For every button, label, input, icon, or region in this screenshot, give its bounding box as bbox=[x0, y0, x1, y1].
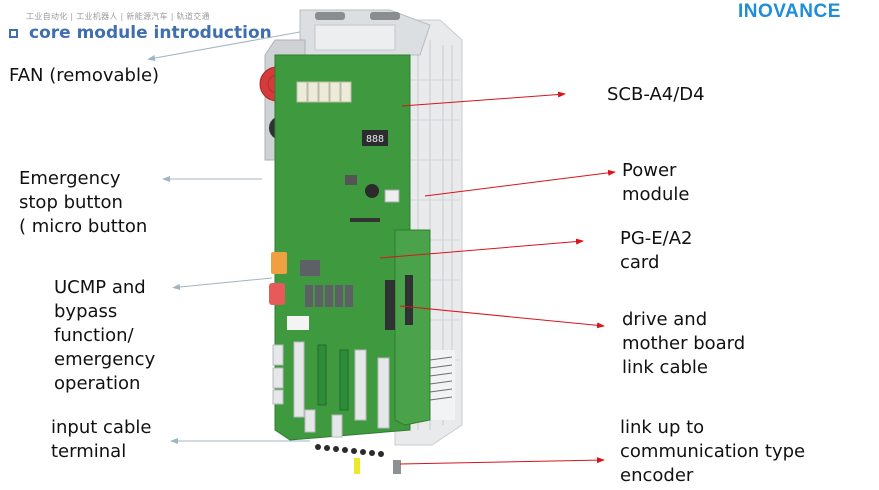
fan-unit bbox=[299, 9, 431, 56]
label-line: drive and bbox=[622, 309, 708, 330]
label-line: bypass bbox=[54, 301, 118, 322]
label-emergency-stop: Emergency stop button ( micro button bbox=[19, 167, 147, 239]
label-line: emergency bbox=[54, 349, 156, 370]
label-line: link cable bbox=[622, 357, 708, 378]
label-line: ( micro button bbox=[19, 216, 148, 237]
label-line: mother board bbox=[622, 333, 746, 354]
label-line: operation bbox=[54, 373, 141, 394]
label-line: UCMP and bbox=[54, 277, 146, 298]
fan-leader bbox=[147, 31, 301, 61]
label-line: card bbox=[620, 252, 660, 273]
header-tagline: 工业自动化 | 工业机器人 | 新能源汽车 | 轨道交通 bbox=[26, 12, 210, 21]
label-line: FAN (removable) bbox=[9, 65, 160, 86]
title-row: core module introduction bbox=[9, 23, 272, 43]
scb-leader bbox=[401, 91, 566, 107]
link-cable-leader bbox=[399, 305, 605, 329]
label-link-cable: drive and mother board link cable bbox=[622, 308, 745, 380]
pg-card-leader bbox=[379, 238, 584, 259]
label-ucmp: UCMP and bypass function/ emergency oper… bbox=[54, 276, 155, 396]
label-line: encoder bbox=[620, 465, 694, 486]
right-leader-lines bbox=[379, 91, 616, 465]
label-line: communication type bbox=[620, 441, 806, 462]
label-line: terminal bbox=[51, 441, 127, 462]
label-line: module bbox=[622, 184, 690, 205]
label-encoder: link up to communication type encoder bbox=[620, 416, 805, 488]
display-readout: 888 bbox=[366, 134, 384, 145]
inovance-logo: INOVANCE bbox=[738, 1, 841, 22]
label-pg-card: PG-E/A2 card bbox=[620, 227, 693, 275]
main-pcb: 888 bbox=[269, 54, 431, 474]
label-line: Power bbox=[622, 160, 677, 181]
label-line: input cable bbox=[51, 417, 152, 438]
label-line: function/ bbox=[54, 325, 134, 346]
left-leader-lines bbox=[147, 31, 310, 444]
power-module-leader bbox=[424, 169, 616, 197]
label-line: PG-E/A2 bbox=[620, 228, 693, 249]
bullet-square-icon bbox=[9, 28, 18, 38]
ucmp-leader bbox=[172, 277, 273, 290]
label-line: stop button bbox=[19, 192, 123, 213]
label-power-module: Power module bbox=[622, 159, 689, 207]
label-fan: FAN (removable) bbox=[9, 64, 159, 88]
label-scb: SCB-A4/D4 bbox=[607, 83, 705, 107]
encoder-leader bbox=[399, 457, 605, 465]
page-title: core module introduction bbox=[29, 23, 272, 43]
label-input-cable: input cable terminal bbox=[51, 416, 151, 464]
label-line: Emergency bbox=[19, 168, 121, 189]
label-line: SCB-A4/D4 bbox=[607, 84, 705, 105]
label-line: link up to bbox=[620, 417, 705, 438]
